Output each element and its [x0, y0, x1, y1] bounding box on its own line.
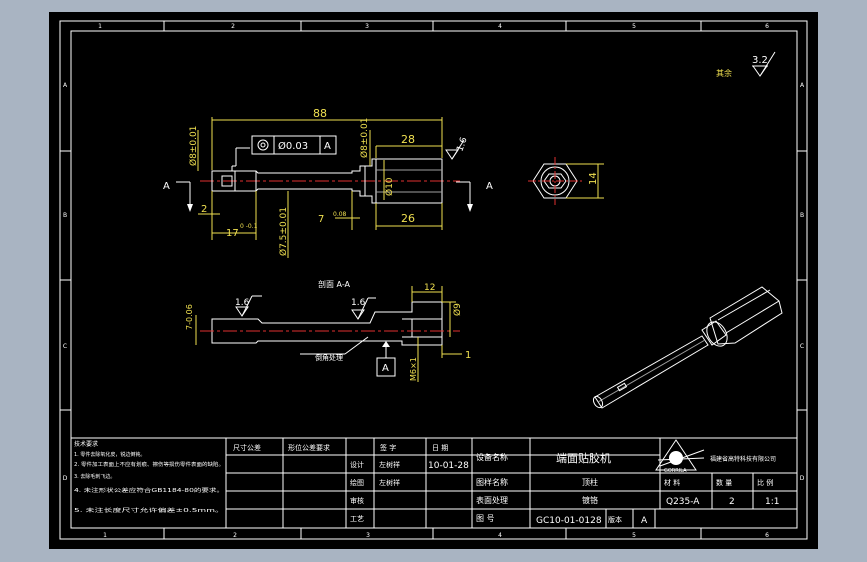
surface-label: 表面处理	[476, 495, 508, 505]
material-label: 材 料	[664, 478, 680, 487]
dim-17: 17	[226, 228, 239, 239]
dim-thread: M6×1	[409, 357, 418, 381]
zone-bottom-6: 6	[765, 532, 769, 539]
general-roughness-label: 其余	[716, 68, 732, 78]
section-note: 倒角处理	[315, 353, 343, 362]
material-value: Q235-A	[666, 497, 700, 507]
header-date: 日 期	[432, 444, 448, 452]
version-label: 版本	[608, 515, 622, 524]
zone-top-3: 3	[365, 23, 369, 30]
drawing-no: GC10-01-0128	[536, 516, 602, 526]
general-roughness-symbol: 其余 3.2	[716, 51, 776, 78]
tech-req-line-4: 4. 未注形状公差应符合GB1184-80的要求。	[74, 487, 224, 494]
zone-top-2: 2	[231, 23, 235, 30]
tech-req-line-2: 2. 零件加工表面上不应有划痕、擦伤等损伤零件表面的缺陷。	[74, 461, 224, 468]
zone-bottom-5: 5	[632, 532, 636, 539]
date-design: 10-01-28	[428, 461, 469, 471]
top-view: 88 Ø0.03 A 28 1.6 Ø8±0.01 Ø8±0.01 Ø10 Ø7…	[163, 107, 493, 258]
role-process: 工艺	[350, 515, 364, 523]
dim-across-flats: 14	[588, 172, 599, 185]
zone-top-5: 5	[632, 23, 636, 30]
company-logo: GORRILA	[655, 439, 705, 474]
dim-diameter-8b: Ø8±0.01	[359, 118, 370, 158]
dim-diameter-7-5: Ø7.5±0.01	[278, 207, 289, 256]
zone-bottom-2: 2	[233, 532, 237, 539]
tech-req-line-5: 5. 未注长度尺寸允许偏差±0.5mm。	[74, 507, 224, 514]
zone-right-c: C	[800, 343, 804, 350]
dim-17-tol: 0 -0.1	[240, 223, 258, 230]
dim-26: 26	[401, 212, 415, 225]
dim-diameter-8: Ø8±0.01	[188, 126, 199, 166]
title-block: 技术要求 1. 零件去除氧化皮，锐边倒钝。 2. 零件加工表面上不应有划痕、擦伤…	[70, 437, 798, 529]
tech-req-title: 技术要求	[74, 440, 98, 448]
tolerance-frame	[251, 135, 337, 155]
logo-text: GORRILA	[664, 468, 687, 474]
section-marker-left: A	[163, 181, 170, 192]
top-roughness: 1.6	[455, 136, 469, 153]
quantity-label: 数 量	[716, 478, 732, 487]
section-roughness-1: 1.6	[235, 298, 250, 308]
quantity-value: 2	[729, 497, 735, 507]
part-name-label: 图样名称	[476, 477, 508, 487]
dim-overall-length: 88	[313, 107, 327, 120]
dim-section-12: 12	[424, 283, 435, 293]
role-draw: 绘图	[350, 478, 364, 487]
header-form-tolerance: 形位公差要求	[288, 443, 330, 452]
zone-left-a: A	[63, 82, 68, 89]
tolerance-datum: A	[324, 141, 331, 152]
zone-bottom-4: 4	[498, 532, 502, 539]
device-name: 端面贴胶机	[556, 451, 611, 465]
tech-req-line-1: 1. 零件去除氧化皮，锐边倒钝。	[74, 451, 145, 458]
zone-left-c: C	[63, 343, 67, 350]
section-view: 剖面 A-A 12 Ø9 7-0.06 1.6 1.6	[185, 279, 471, 382]
name-design: 左树祥	[379, 460, 400, 469]
part-name: 顶柱	[582, 477, 598, 487]
sheet-background	[49, 12, 818, 549]
dim-section-7: 7-0.06	[185, 304, 194, 330]
role-review: 审核	[350, 496, 364, 505]
zone-bottom-3: 3	[366, 532, 370, 539]
section-title: 剖面 A-A	[318, 279, 351, 289]
zone-top-4: 4	[498, 23, 502, 30]
dim-diameter-10: Ø10	[384, 177, 395, 196]
tolerance-value: Ø0.03	[278, 140, 308, 152]
drawing-no-label: 图 号	[476, 514, 495, 523]
iso-hex-head	[709, 286, 783, 345]
dim-7-tol: 0.08	[333, 211, 347, 218]
section-datum: A	[382, 363, 389, 374]
dim-head-length: 28	[401, 133, 415, 146]
end-view: 14	[528, 157, 604, 205]
device-name-label: 设备名称	[476, 452, 508, 462]
name-draw: 左树祥	[379, 478, 400, 487]
zone-top-1: 1	[98, 23, 102, 30]
company-name: 福建省高特科技有限公司	[710, 455, 776, 463]
dim-section-1: 1	[465, 350, 471, 361]
zone-left-d: D	[63, 475, 68, 482]
version-value: A	[641, 516, 648, 526]
isometric-view	[592, 286, 783, 409]
tech-req-line-3: 3. 去除毛刺飞边。	[74, 473, 115, 480]
dim-7: 7	[318, 214, 324, 225]
zone-right-a: A	[800, 82, 805, 89]
iso-shaft	[594, 335, 709, 409]
scale-value: 1:1	[765, 497, 779, 507]
section-marker-right: A	[486, 181, 493, 192]
zone-top-6: 6	[765, 23, 769, 30]
zone-left-b: B	[63, 212, 67, 219]
zone-right-b: B	[800, 212, 804, 219]
zone-right-d: D	[800, 475, 805, 482]
general-roughness-value: 3.2	[752, 55, 768, 66]
dim-2: 2	[201, 204, 207, 215]
header-size-tolerance: 尺寸公差	[233, 443, 261, 452]
zone-bottom-1: 1	[103, 532, 107, 539]
role-design: 设计	[350, 460, 364, 469]
zone-ticks	[60, 21, 807, 539]
header-sign: 签 字	[380, 443, 396, 452]
scale-label: 比 例	[757, 478, 773, 487]
dim-section-diameter-9: Ø9	[452, 303, 463, 316]
section-roughness-2: 1.6	[351, 298, 366, 308]
surface-value: 镀铬	[582, 495, 598, 505]
